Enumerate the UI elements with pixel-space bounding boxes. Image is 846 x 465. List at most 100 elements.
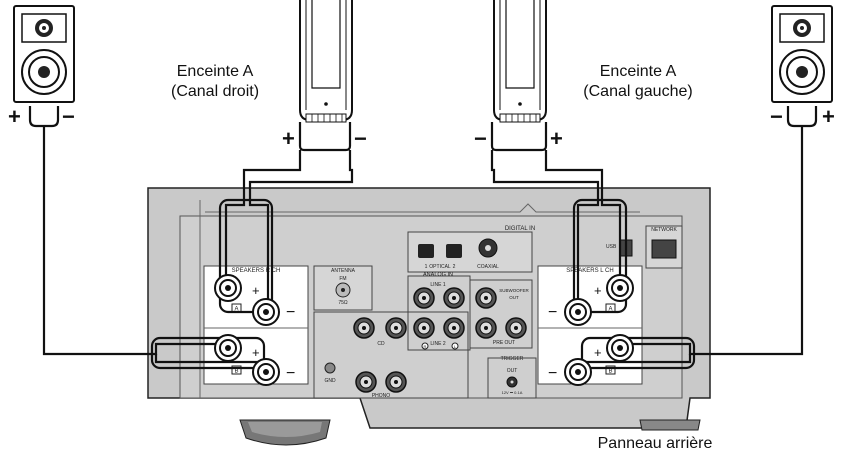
subwoofer-out-label: OUT [509,295,519,300]
post-l-b-plus [606,334,634,362]
line2-l-jack [443,317,465,339]
rca-jacks [353,287,527,393]
line2-label: LINE 2 [430,341,446,347]
speakers-r-label: SPEAKERS R CH [232,268,281,274]
fm-label: FM [339,276,346,282]
terminal-b-label-l: B [608,369,612,375]
far-right-plus: + [822,104,835,129]
bookshelf-speaker-left [13,5,75,103]
post-l-a-minus [564,298,592,326]
far-left-minus: − [62,104,75,129]
loop-left-a [572,198,628,314]
preout-section: SUBWOOFER OUT PRE OUT [469,279,533,349]
rear-panel-caption: Panneau arrière [597,435,713,452]
cd-l-jack [385,317,407,339]
preout-l-jack [505,317,527,339]
trigger-out-label: OUT [507,368,518,374]
speaker-polarity-labels: + − + − − + − + [8,104,835,151]
tower-r-plus: + [282,126,295,151]
far-left-plus: + [8,104,21,129]
ohm-label: 75Ω [338,300,348,306]
subwoofer-out-jack [475,287,497,309]
loop-right-a [218,198,274,314]
phono-l-jack [385,371,407,393]
post-r-b-plus [214,334,242,362]
speaker-right-line1: Enceinte A [176,63,254,80]
post-l-b-minus [564,358,592,386]
post-l-a-plus [606,274,634,302]
digital-in-label: DIGITAL IN [505,226,535,232]
l-mark: L [454,344,457,349]
terminal-a-label-r: A [234,307,238,313]
subwoofer-label: SUBWOOFER [499,288,529,293]
terminal-a-label-l: A [608,307,612,313]
binding-posts [214,274,634,386]
speakers-l-label: SPEAKERS L CH [566,268,613,274]
optical-1-port [418,244,434,258]
line1-label: LINE 1 [430,282,446,288]
phono-r-jack [355,371,377,393]
terminal-b-label-r: B [234,369,238,375]
bookshelf-speaker-right [771,5,833,103]
far-right-minus: − [770,104,783,129]
r-a-minus-mark: − [286,304,295,321]
line2-r-jack [413,317,435,339]
optical-1-label: 1 [425,264,428,270]
l-a-plus-mark: + [594,283,602,298]
post-r-a-plus [214,274,242,302]
network-label: NETWORK [651,227,677,233]
line1-l-jack [443,287,465,309]
speaker-right-caption: Enceinte A (Canal droit) [150,62,280,102]
l-b-plus-mark: + [594,345,602,360]
phono-label: PHONO [372,393,390,399]
gnd-terminal [324,362,336,374]
preout-r-jack [475,317,497,339]
optical-label: OPTICAL [429,264,451,270]
network-port [651,239,677,259]
r-mark: R [424,344,427,349]
analog-in-section: ANALOG IN LINE 1 LINE 2 CD PHONO GND R L [313,272,471,399]
loop-left-b [580,336,696,370]
pre-out-label: PRE OUT [493,340,515,346]
coaxial-label: COAXIAL [477,264,499,270]
tower-r-minus: − [354,126,367,151]
antenna-label: ANTENNA [331,268,356,274]
fork-tower-right [298,122,352,152]
digital-in-section: DIGITAL IN 1 OPTICAL 2 COAXIAL [407,226,535,273]
usb-network-section: USB NETWORK [606,225,683,269]
fork-tower-left [490,122,548,152]
l-b-minus-mark: − [548,365,557,382]
gnd-label: GND [324,378,336,384]
post-r-b-minus [252,358,280,386]
fork-far-right [786,106,818,128]
trigger-spec-label: 12V ⎓ 0.1A [502,390,523,395]
loop-right-b [150,336,266,370]
cd-r-jack [353,317,375,339]
post-r-a-minus [252,298,280,326]
speaker-right-line2: (Canal droit) [170,83,260,100]
tower-speaker-left-channel [493,0,547,123]
analog-in-label: ANALOG IN [423,272,453,278]
r-b-minus-mark: − [286,365,295,382]
optical-2-label: 2 [453,264,456,270]
r-b-plus-mark: + [252,345,260,360]
optical-2-port [446,244,462,258]
antenna-section: ANTENNA FM 75Ω [313,265,373,311]
speaker-left-line1: Enceinte A [599,63,677,80]
tower-l-plus: + [550,126,563,151]
line1-r-jack [413,287,435,309]
usb-label: USB [606,244,617,250]
l-a-minus-mark: − [548,304,557,321]
cable-right-a-plus [224,150,302,282]
tower-l-minus: − [474,126,487,151]
trigger-section: TRIGGER OUT 12V ⎓ 0.1A [487,356,537,399]
speaker-left-caption: Enceinte A (Canal gauche) [568,62,708,102]
cable-left-a-minus [490,150,600,306]
r-a-plus-mark: + [252,283,260,298]
cable-loops [28,106,818,370]
speaker-left-line2: (Canal gauche) [583,83,693,100]
trigger-label: TRIGGER [501,356,524,362]
terminal-polarity-marks: + − + − + − + − [252,283,602,382]
